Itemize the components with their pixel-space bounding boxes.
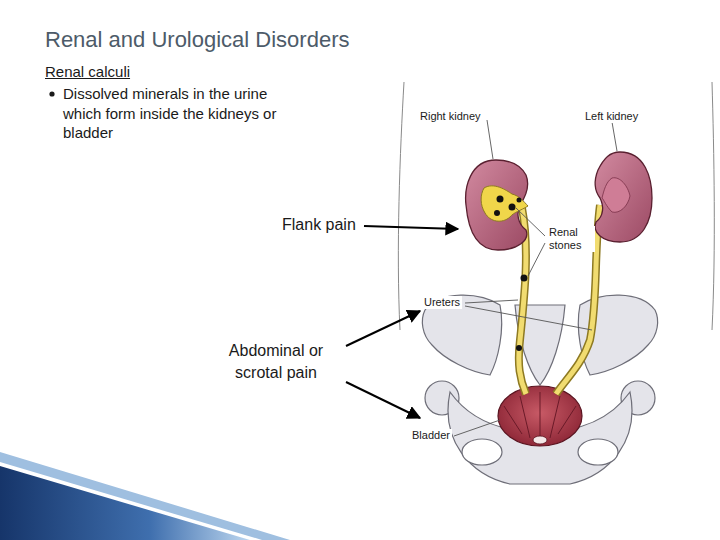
part-label: Left kidney bbox=[583, 110, 640, 123]
torso-outline bbox=[712, 82, 714, 330]
pointer-arrows bbox=[346, 226, 458, 418]
sub-heading: Renal calculi bbox=[45, 63, 130, 80]
right-kidney bbox=[466, 160, 528, 250]
ureter-stone bbox=[516, 345, 522, 351]
leader-lines bbox=[454, 120, 617, 436]
ureter-tubes bbox=[519, 205, 600, 394]
left-kidney bbox=[595, 152, 652, 242]
ureter-stone bbox=[521, 275, 528, 282]
part-label: Ureters bbox=[422, 296, 462, 309]
torso-outline bbox=[398, 82, 404, 330]
bullet-dot bbox=[49, 91, 54, 96]
decor-stripe bbox=[0, 452, 290, 540]
part-label: Bladder bbox=[410, 429, 452, 442]
bladder-organ bbox=[498, 386, 582, 446]
pelvis-bones bbox=[422, 295, 657, 484]
part-label: Right kidney bbox=[418, 110, 483, 123]
decor-swoosh bbox=[0, 466, 250, 540]
slide-title: Renal and Urological Disorders bbox=[45, 27, 349, 53]
part-label: Renal stones bbox=[547, 226, 595, 252]
symptom-label: Abdominal or scrotal pain bbox=[212, 340, 340, 383]
symptom-label: Flank pain bbox=[282, 216, 356, 234]
bullet-text: Dissolved minerals in the urine which fo… bbox=[63, 84, 285, 143]
